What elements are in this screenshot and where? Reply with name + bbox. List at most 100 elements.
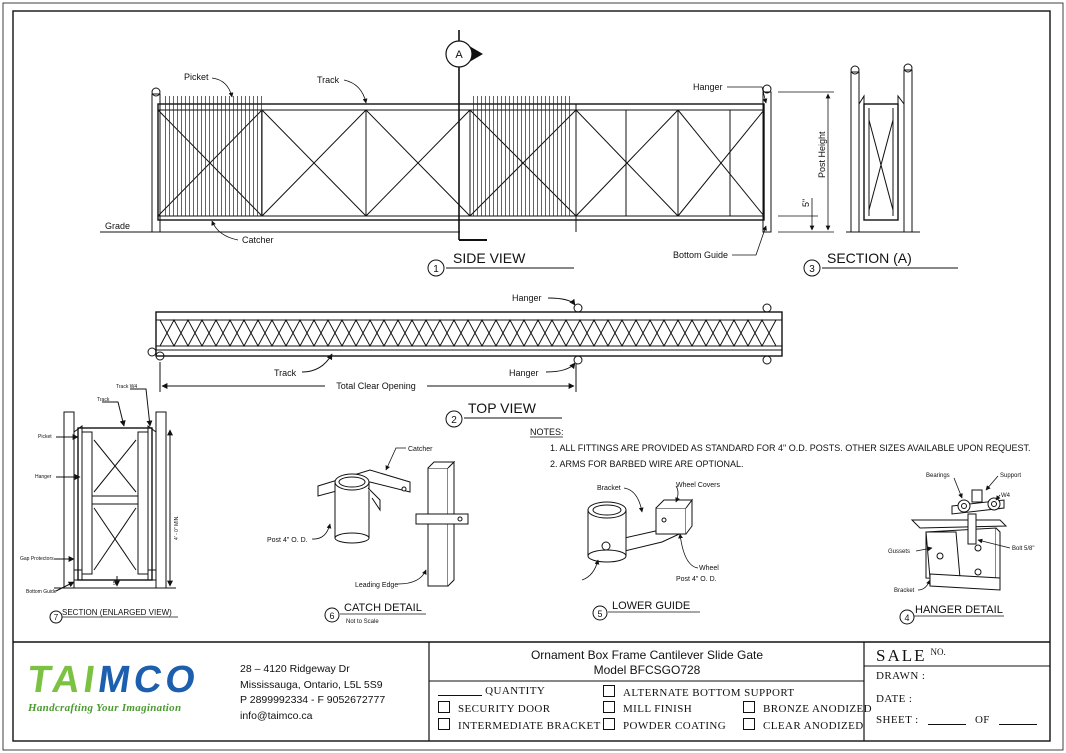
section-enlarged-title: 7 SECTION (ENLARGED VIEW): [49, 608, 178, 624]
section-a-marker: A: [445, 30, 487, 241]
email-address[interactable]: info@taimco.ca: [240, 709, 313, 722]
label-leading-edge: Leading Edge: [355, 582, 398, 589]
label-enlarged-hanger: Hanger: [35, 474, 52, 480]
quantity-label: QUANTITY: [485, 685, 546, 697]
label-guide-bracket: Bracket: [597, 485, 621, 492]
label-bottom-guide: Bottom Guide: [673, 250, 728, 260]
sale-number-field[interactable]: SALE NO.: [876, 646, 946, 666]
powder-coating-checkbox[interactable]: [603, 718, 615, 730]
label-post-height: Post Height: [817, 131, 827, 178]
section-a-letter: A: [455, 49, 463, 61]
bronze-anodized-label: BRONZE ANODIZED: [763, 703, 872, 715]
label-enlarged-height: 4' - 0" MIN.: [174, 515, 180, 540]
lower-guide-number: 5: [597, 609, 602, 619]
lower-guide-title: 5 LOWER GUIDE: [592, 600, 700, 621]
label-top-track: Track: [274, 368, 297, 378]
sheet-label: SHEET :: [876, 714, 919, 726]
label-total-clear-opening: Total Clear Opening: [336, 381, 416, 391]
label-guide-post: Post 4" O. D.: [676, 576, 717, 583]
sale-no-label: NO.: [930, 647, 946, 657]
option-powder-coating[interactable]: POWDER COATING: [603, 718, 726, 732]
sale-label: SALE: [876, 646, 927, 665]
label-catcher: Catcher: [242, 235, 274, 245]
section-enlarged-number: 7: [54, 613, 59, 622]
top-view-title: 2 TOP VIEW: [445, 400, 562, 428]
label-enlarged-picket: Picket: [38, 434, 52, 440]
section-enlarged-heading: SECTION (ENLARGED VIEW): [62, 608, 172, 617]
catch-detail-leaders: [311, 447, 427, 585]
side-view-leaders: [132, 77, 768, 256]
label-enlarged-track: Track: [97, 397, 110, 403]
date-label: DATE :: [876, 693, 913, 705]
alternate-bottom-support-label: ALTERNATE BOTTOM SUPPORT: [623, 687, 795, 699]
catch-detail-number: 6: [329, 611, 334, 621]
mill-finish-label: MILL FINISH: [623, 703, 693, 715]
intermediate-bracket-checkbox[interactable]: [438, 718, 450, 730]
date-field[interactable]: DATE :: [876, 693, 912, 705]
section-a-number: 3: [809, 264, 815, 275]
label-w4: W4: [1001, 493, 1011, 499]
bronze-anodized-checkbox[interactable]: [743, 701, 755, 713]
security-door-checkbox[interactable]: [438, 701, 450, 713]
powder-coating-label: POWDER COATING: [623, 720, 727, 732]
option-mill-finish[interactable]: MILL FINISH: [603, 701, 692, 715]
note-2: 2. ARMS FOR BARBED WIRE ARE OPTIONAL.: [550, 459, 744, 469]
drawn-label: DRAWN :: [876, 670, 926, 682]
lower-guide-drawing: [587, 498, 693, 563]
side-view-heading: SIDE VIEW: [453, 250, 526, 266]
picket-cluster-left: [162, 96, 262, 216]
picket-cluster-middle: [470, 96, 570, 216]
option-intermediate-bracket[interactable]: INTERMEDIATE BRACKET: [438, 718, 601, 732]
of-label: OF: [974, 714, 990, 726]
label-gussets: Gussets: [888, 549, 910, 555]
sheet-field[interactable]: SHEET : OF: [876, 714, 1037, 726]
catch-detail-drawing: [317, 460, 469, 587]
option-clear-anodized[interactable]: CLEAR ANODIZED: [743, 718, 864, 732]
notes-heading: NOTES:: [530, 427, 564, 437]
alternate-bottom-support-checkbox[interactable]: [603, 685, 615, 697]
product-title-block: Ornament Box Frame Cantilever Slide Gate…: [430, 648, 864, 678]
clear-anodized-checkbox[interactable]: [743, 718, 755, 730]
intermediate-bracket-label: INTERMEDIATE BRACKET: [458, 720, 601, 732]
label-wheel-covers: Wheel Covers: [676, 482, 720, 489]
top-view-number: 2: [451, 415, 457, 426]
label-bearings: Bearings: [926, 473, 950, 479]
post-height-dimension: [778, 91, 834, 233]
security-door-label: SECURITY DOOR: [458, 703, 551, 715]
drawn-field[interactable]: DRAWN :: [876, 670, 925, 682]
label-top-hanger: Hanger: [512, 293, 542, 303]
label-wheel: Wheel: [699, 565, 719, 572]
mill-finish-checkbox[interactable]: [603, 701, 615, 713]
lower-guide-heading: LOWER GUIDE: [612, 600, 690, 612]
lower-guide-leaders: [581, 485, 699, 581]
catch-detail-title: 6 CATCH DETAIL Not to Scale: [324, 602, 426, 625]
label-grade: Grade: [105, 221, 130, 231]
logo-tagline: Handcrafting Your Imagination: [28, 702, 182, 714]
clear-opening-mask: [325, 380, 427, 391]
catch-detail-subtitle: Not to Scale: [346, 619, 379, 625]
option-bronze-anodized[interactable]: BRONZE ANODIZED: [743, 701, 872, 715]
sheet-border-inner: [12, 10, 1051, 742]
quantity-field[interactable]: QUANTITY: [438, 685, 545, 697]
option-alternate-bottom-support[interactable]: ALTERNATE BOTTOM SUPPORT: [603, 685, 795, 699]
company-address: 28 – 4120 Ridgeway Dr Mississauga, Ontar…: [240, 662, 385, 724]
product-title: Ornament Box Frame Cantilever Slide Gate: [530, 648, 764, 662]
label-enlarged-bottom-guide: Bottom Guide: [26, 589, 57, 595]
top-view-drawing: [147, 297, 783, 392]
catch-detail-heading: CATCH DETAIL: [344, 602, 422, 614]
option-security-door[interactable]: SECURITY DOOR: [438, 701, 551, 715]
label-hanger: Hanger: [693, 82, 723, 92]
company-logo: TAIMCO Handcrafting Your Imagination: [25, 659, 218, 714]
label-hanger-bracket: Bracket: [894, 588, 915, 594]
label-track: Track: [317, 75, 340, 85]
hanger-detail-drawing: [910, 489, 1008, 591]
clear-anodized-label: CLEAR ANODIZED: [763, 720, 864, 732]
top-view-heading: TOP VIEW: [468, 400, 537, 416]
hanger-detail-leaders: [915, 475, 1011, 591]
section-a-title: 3 SECTION (A): [803, 250, 958, 277]
section-a-heading: SECTION (A): [827, 250, 912, 266]
label-gap-protectors: Gap Protectors: [20, 556, 54, 562]
hanger-detail-title: 4 HANGER DETAIL: [899, 604, 1004, 625]
